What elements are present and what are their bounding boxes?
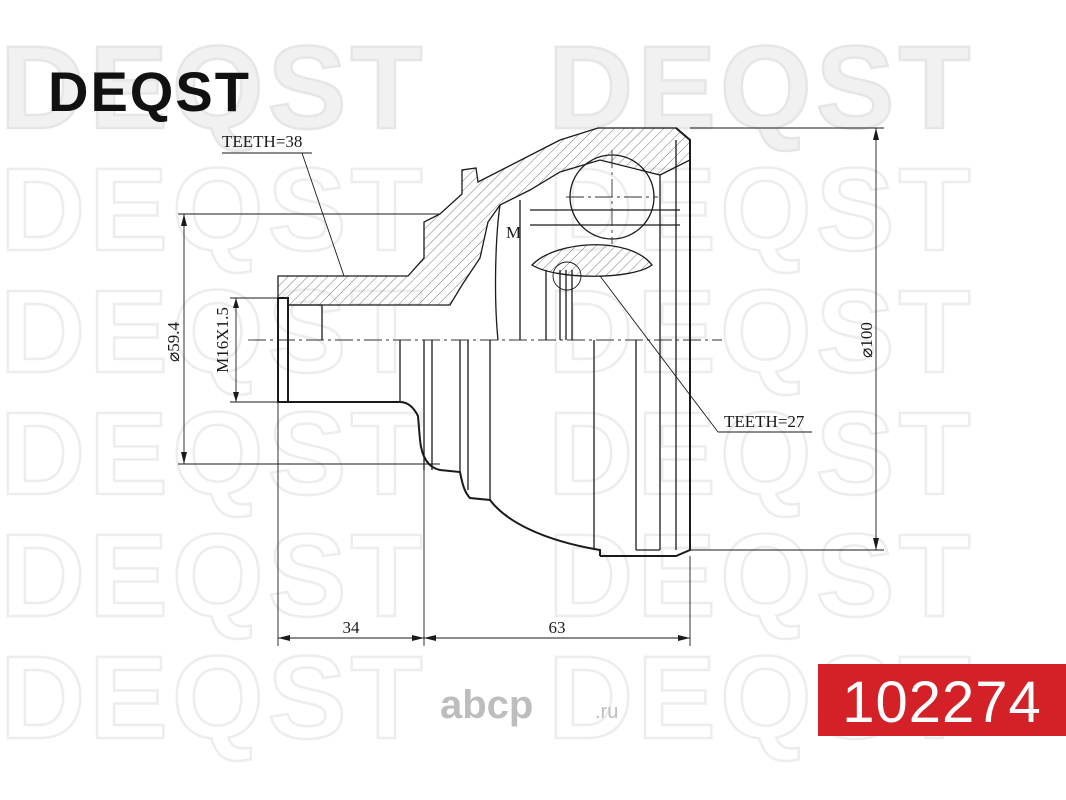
brand-logo: DEQST	[48, 60, 251, 123]
watermark-text: DEQST	[548, 388, 975, 520]
watermark-text: DEQST	[0, 388, 427, 520]
part-number-badge: 102274	[818, 664, 1066, 736]
watermark-text: DEQST	[0, 22, 427, 154]
brand-logo-text: DEQST	[48, 60, 251, 123]
teeth-inner-label: TEETH=27	[724, 412, 805, 431]
marketplace-name: abcp	[440, 683, 533, 727]
part-outline	[248, 127, 722, 557]
inner-hub	[530, 244, 653, 277]
diameter-body-label: ⌀100	[857, 322, 876, 358]
part-number: 102274	[842, 670, 1042, 735]
watermark-text: DEQST	[0, 632, 427, 764]
dimensions: ⌀59.4 M16X1.5 ⌀100 34 63	[164, 127, 884, 646]
watermark-text: DEQST	[0, 144, 427, 276]
shaft-lower-edge	[288, 401, 421, 441]
teeth-outer-label: TEETH=38	[222, 132, 302, 151]
watermark-text: DEQST	[0, 510, 427, 642]
marketplace-suffix: .ru	[595, 701, 618, 723]
marketplace-watermark: abcp .ru	[440, 683, 618, 727]
watermark-text: DEQST	[548, 266, 975, 398]
watermark-layer: DEQST DEQST DEQST DEQST DEQST DEQST DEQS…	[0, 21, 975, 766]
watermark-text: DEQST	[548, 510, 975, 642]
housing-lower-profile	[419, 439, 601, 556]
diameter-shaft-label: ⌀59.4	[164, 322, 183, 362]
length-shaft-label: 34	[343, 618, 361, 637]
length-body-label: 63	[549, 618, 566, 637]
part-number-background	[818, 664, 1066, 736]
thread-label: M16X1.5	[213, 307, 232, 373]
callouts: TEETH=38 TEETH=27 M	[222, 132, 812, 433]
marker-label: M	[506, 223, 521, 242]
